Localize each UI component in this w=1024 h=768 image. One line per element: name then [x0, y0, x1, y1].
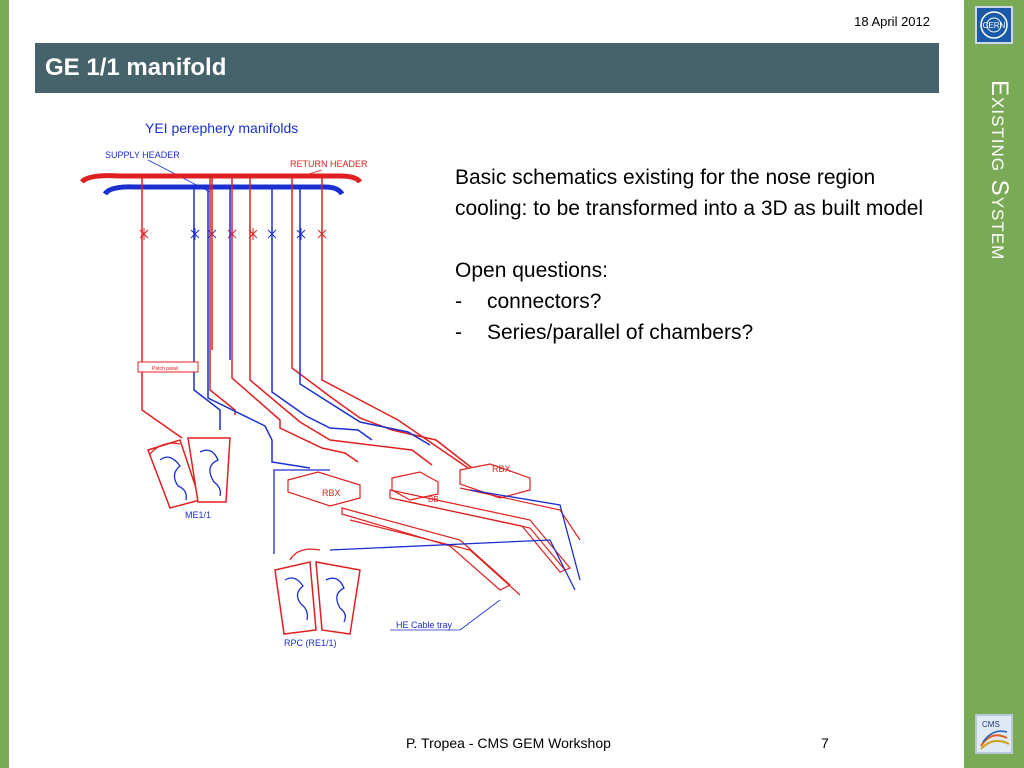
- slide-title: GE 1/1 manifold: [45, 54, 227, 81]
- cern-logo-text: CERN: [983, 21, 1006, 30]
- question-text: connectors?: [487, 290, 602, 313]
- manifold-schematic: YEI perephery manifolds SUPPLY HEADER RE…: [80, 120, 581, 648]
- rbx-boxes: [287, 463, 531, 507]
- me11-chambers: [147, 437, 231, 509]
- supply-lines: [193, 187, 431, 469]
- me11-label: ME1/1: [185, 510, 211, 520]
- return-lines: [141, 176, 473, 469]
- return-header-label: RETURN HEADER: [290, 159, 368, 169]
- cms-logo-text: CMS: [982, 720, 1000, 729]
- patch-panel-label: Patch panel: [152, 366, 178, 372]
- question-item: - connectors?: [455, 286, 925, 317]
- cable-trays: [341, 487, 581, 596]
- diagram-title-text: YEI perephery manifolds: [145, 120, 298, 136]
- diagram-title: YEI perephery manifolds: [145, 120, 298, 136]
- supply-header-label: SUPPLY HEADER: [105, 150, 180, 160]
- slide-date: 18 April 2012: [854, 14, 930, 29]
- rpc-chambers: [273, 469, 361, 635]
- body-text: Basic schematics existing for the nose r…: [455, 162, 925, 348]
- section-label: Existing System: [986, 80, 1013, 261]
- question-item: - Series/parallel of chambers?: [455, 317, 925, 348]
- return-header-pipe: [80, 173, 363, 184]
- patch-panel: [137, 361, 199, 373]
- left-accent-bar: [0, 0, 9, 768]
- questions-heading: Open questions:: [455, 259, 608, 282]
- rbx-label-1: RBX: [322, 488, 341, 498]
- valve-row: [139, 228, 327, 240]
- rbx-label-2: RBX: [492, 464, 511, 474]
- footer-author: P. Tropea - CMS GEM Workshop: [406, 735, 611, 751]
- title-bar: GE 1/1 manifold: [35, 43, 939, 93]
- body-paragraph: Basic schematics existing for the nose r…: [455, 166, 924, 220]
- cms-logo: CMS: [975, 714, 1013, 754]
- bullet-marker: -: [455, 321, 462, 344]
- rpc-label: RPC (RE1/1): [284, 638, 337, 648]
- bullet-marker: -: [455, 290, 462, 313]
- question-text: Series/parallel of chambers?: [487, 321, 754, 344]
- page-number: 7: [821, 735, 829, 751]
- cern-logo: CERN: [975, 6, 1013, 44]
- supply-header-pipe: [102, 184, 345, 196]
- right-accent-bar: [964, 0, 1024, 768]
- cable-tray-label: HE Cable tray: [396, 620, 453, 630]
